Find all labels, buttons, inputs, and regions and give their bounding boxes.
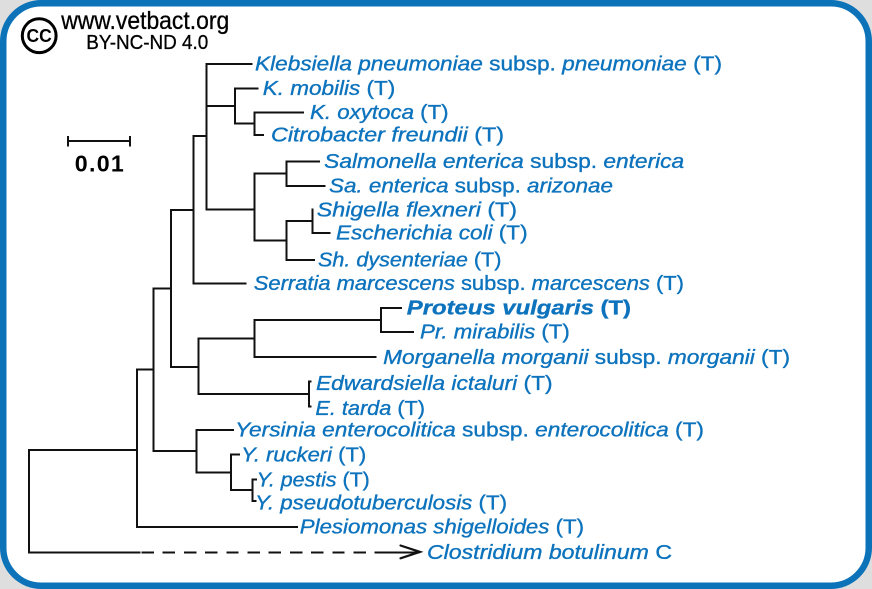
svg-text:Citrobacter freundii (T): Citrobacter freundii (T) [271,125,504,147]
svg-text:Klebsiella pneumoniae subsp. p: Klebsiella pneumoniae subsp. pneumoniae … [255,54,722,76]
svg-text:Clostridium botulinum C: Clostridium botulinum C [427,542,672,564]
svg-text:CC: CC [27,25,52,46]
svg-text:K. oxytoca (T): K. oxytoca (T) [310,102,449,124]
svg-text:Salmonella enterica subsp. ent: Salmonella enterica subsp. enterica [324,151,684,173]
svg-text:K. mobilis (T): K. mobilis (T) [263,78,395,100]
svg-text:Y. pseudotuberculosis (T): Y. pseudotuberculosis (T) [255,492,507,514]
svg-text:Y. ruckeri (T): Y. ruckeri (T) [241,444,366,466]
svg-text:0.01: 0.01 [75,151,124,177]
svg-text:Sa. enterica subsp. arizonae: Sa. enterica subsp. arizonae [329,176,613,198]
svg-text:Yersinia enterocolitica subsp.: Yersinia enterocolitica subsp. enterocol… [235,420,704,442]
svg-text:Shigella flexneri (T): Shigella flexneri (T) [317,199,517,221]
svg-text:Serratia marcescens subsp. mar: Serratia marcescens subsp. marcescens (T… [254,273,684,295]
svg-text:Proteus vulgaris (T): Proteus vulgaris (T) [407,298,631,320]
svg-text:Y. pestis (T): Y. pestis (T) [257,469,370,491]
svg-text:Edwardsiella ictaluri (T): Edwardsiella ictaluri (T) [316,373,553,395]
svg-text:www.vetbact.org: www.vetbact.org [60,7,229,35]
svg-text:Morganella morganii subsp. mor: Morganella morganii subsp. morganii (T) [383,347,790,369]
svg-text:Escherichia coli (T): Escherichia coli (T) [336,223,528,245]
svg-text:E. tarda (T): E. tarda (T) [315,398,425,420]
svg-text:BY-NC-ND 4.0: BY-NC-ND 4.0 [86,32,208,54]
svg-text:Pr. mirabilis (T): Pr. mirabilis (T) [420,322,570,344]
svg-text:Sh. dysenteriae (T): Sh. dysenteriae (T) [318,250,501,272]
svg-text:Plesiomonas shigelloides (T): Plesiomonas shigelloides (T) [300,517,584,539]
